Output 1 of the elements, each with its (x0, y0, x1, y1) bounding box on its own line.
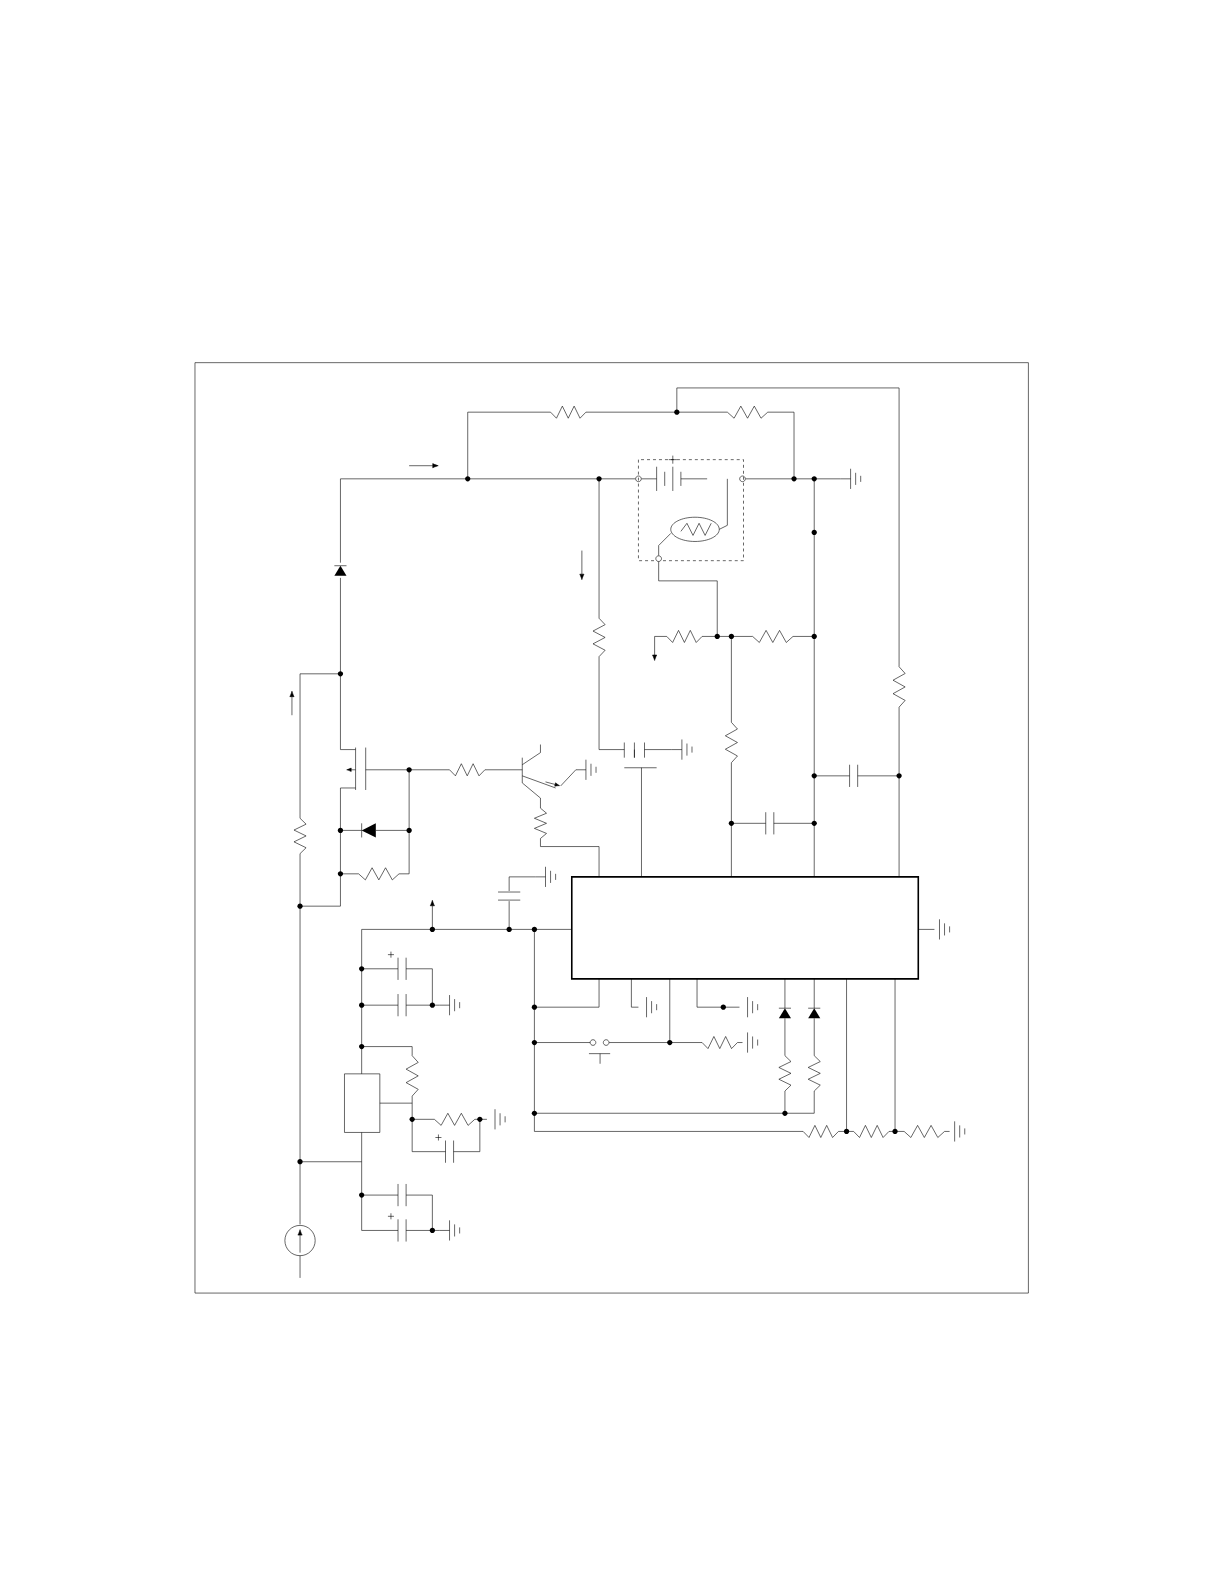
ic-box (570, 876, 919, 980)
